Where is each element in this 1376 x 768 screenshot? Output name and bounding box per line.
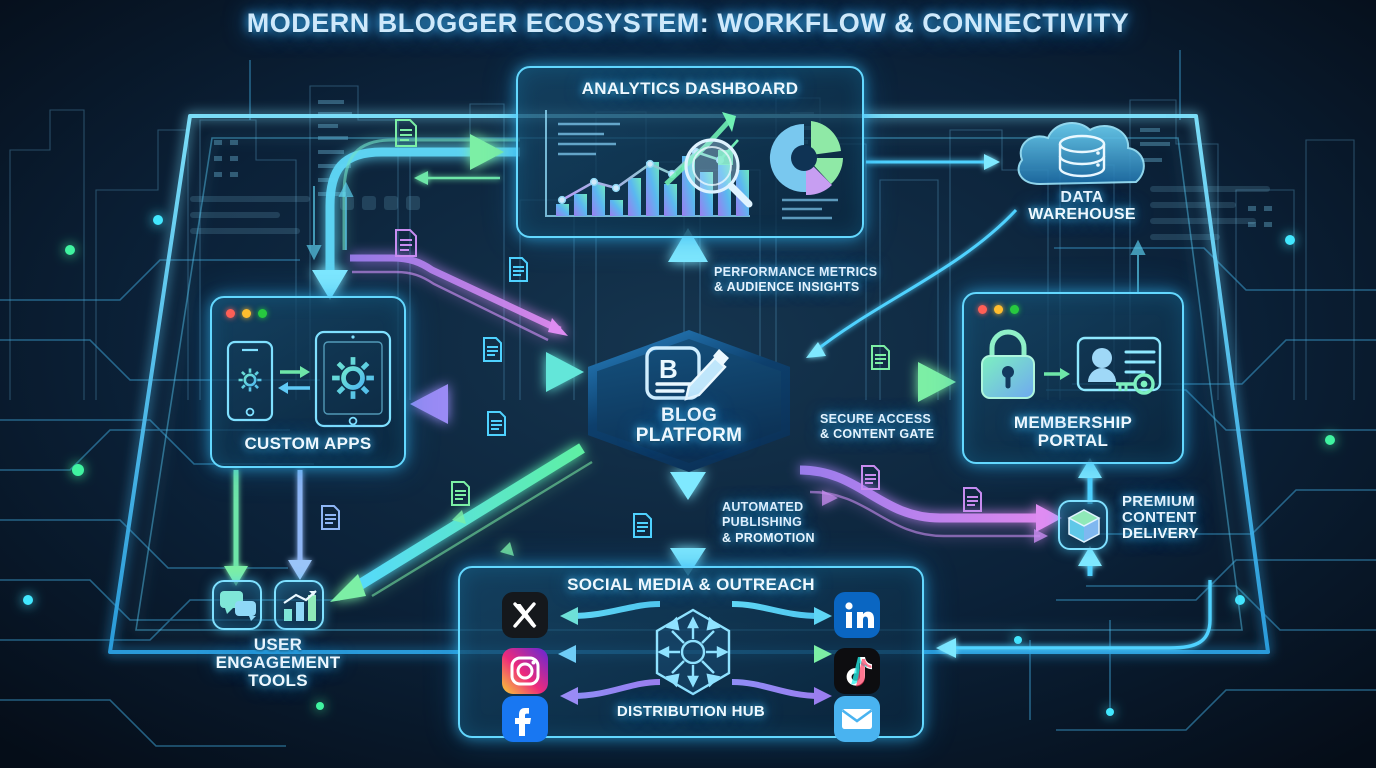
edge-premium-to-membership [1078,458,1102,576]
node-custom-apps[interactable]: CUSTOM APPS [210,296,406,468]
publishing-line-2: PUBLISHING [722,515,803,530]
svg-text:B: B [659,354,678,384]
node-engagement-label: USER ENGAGEMENT TOOLS [186,635,370,691]
edge-to-premium [799,465,1062,543]
engagement-label-line-3: TOOLS [248,671,308,691]
email-icon[interactable] [834,696,880,742]
edge-blog-to-membership [800,362,956,402]
growth-bar-chart-icon [283,590,317,621]
lock-idcard-key-icon [981,329,1162,399]
window-dot-red[interactable] [226,309,235,318]
edge-blog-to-apps [410,384,580,424]
edge-label-performance-metrics: PERFORMANCE METRICS & AUDIENCE INSIGHTS [714,265,924,296]
node-premium-label: PREMIUM CONTENT DELIVERY [1122,494,1258,542]
membership-label-line-2: PORTAL [1037,430,1109,450]
metrics-line-2: & AUDIENCE INSIGHTS [714,280,860,295]
distribution-hub-label: DISTRIBUTION HUB [616,703,766,721]
membership-window-controls[interactable] [978,305,1019,314]
node-membership-portal[interactable]: MEMBERSHIP PORTAL [962,292,1184,464]
edge-label-secure-access: SECURE ACCESS & CONTENT GATE [820,412,1000,443]
secure-line-2: & CONTENT GATE [820,427,935,442]
blog-label-line-1: BLOG [660,405,718,426]
linkedin-icon[interactable] [834,592,880,638]
membership-dot-red[interactable] [978,305,987,314]
edge-blog-to-engagement [330,443,593,602]
edge-blog-to-social [670,470,706,576]
engagement-growth-tile[interactable] [274,580,324,630]
circuit-traces [0,50,1376,747]
node-premium-content-delivery[interactable]: PREMIUM CONTENT DELIVERY [1058,494,1258,576]
node-analytics-dashboard[interactable]: ANALYTICS DASHBOARD [516,66,864,238]
edge-social-feedback-loop [936,580,1212,658]
premium-icon-tile[interactable] [1058,500,1108,550]
bar-chart-pie-magnifier-icon [545,110,843,220]
node-social-label: SOCIAL MEDIA & OUTREACH [567,575,815,594]
premium-label-line-1: PREMIUM [1122,493,1195,510]
engagement-chat-tile[interactable] [212,580,262,630]
blog-pencil-icon: B [645,346,729,401]
node-blog-platform[interactable]: B BLOG PLATFORM [588,330,790,472]
node-membership-label: MEMBERSHIP PORTAL [964,412,1182,450]
edge-apps-to-engagement [224,470,312,586]
window-dot-yellow[interactable] [242,309,251,318]
edge-green-to-analytics [330,134,504,170]
edge-label-automated-publishing: AUTOMATED PUBLISHING & PROMOTION [722,500,882,546]
instagram-icon[interactable] [502,648,548,694]
engagement-label-line-2: ENGAGEMENT [215,653,341,673]
edge-green-return-small [414,171,500,185]
package-cube-icon [1067,509,1101,543]
warehouse-label-line-2: WAREHOUSE [1028,205,1136,223]
node-warehouse-label: DATA WAREHOUSE [996,189,1168,224]
phone-tablet-gear-icon [226,330,392,428]
page-title: MODERN BLOGGER ECOSYSTEM: WORKFLOW & CON… [246,8,1130,38]
premium-label-line-2: CONTENT [1122,508,1197,526]
publishing-line-3: & PROMOTION [722,530,815,545]
window-dot-green[interactable] [258,309,267,318]
edge-apps-to-blog [414,352,584,392]
publishing-line-1: AUTOMATED [722,500,804,514]
tiktok-icon[interactable] [834,648,880,694]
engagement-label-line-1: USER [253,635,303,654]
node-analytics-label: ANALYTICS DASHBOARD [581,79,799,98]
window-controls[interactable] [226,309,267,318]
edge-warehouse-to-blog [806,208,1018,358]
membership-label-line-1: MEMBERSHIP [1013,412,1133,432]
node-user-engagement-tools[interactable]: USER ENGAGEMENT TOOLS [196,580,360,700]
premium-label-line-3: DELIVERY [1122,524,1199,542]
secure-line-1: SECURE ACCESS [820,412,932,426]
ambient-arrows [306,181,1146,292]
edge-analytics-to-warehouse [866,154,1000,170]
chat-bubbles-icon [220,591,256,621]
distribution-hub-icon [558,601,832,705]
cloud-database-icon [1017,122,1145,186]
warehouse-label-line-1: DATA [1060,189,1104,206]
x-twitter-icon[interactable] [502,592,548,638]
node-data-warehouse[interactable]: DATA WAREHOUSE [996,112,1168,234]
node-blog-label: BLOG PLATFORM [588,405,790,447]
metrics-line-1: PERFORMANCE METRICS [714,265,878,279]
membership-dot-yellow[interactable] [994,305,1003,314]
facebook-icon[interactable] [502,696,548,742]
edge-blog-to-analytics [668,228,708,330]
membership-dot-green[interactable] [1010,305,1019,314]
edge-purple-diagonal [350,254,568,342]
node-custom-apps-label: CUSTOM APPS [244,433,372,453]
node-social-media-outreach[interactable]: SOCIAL MEDIA & OUTREACH [458,566,924,742]
blog-label-line-2: PLATFORM [635,425,743,447]
